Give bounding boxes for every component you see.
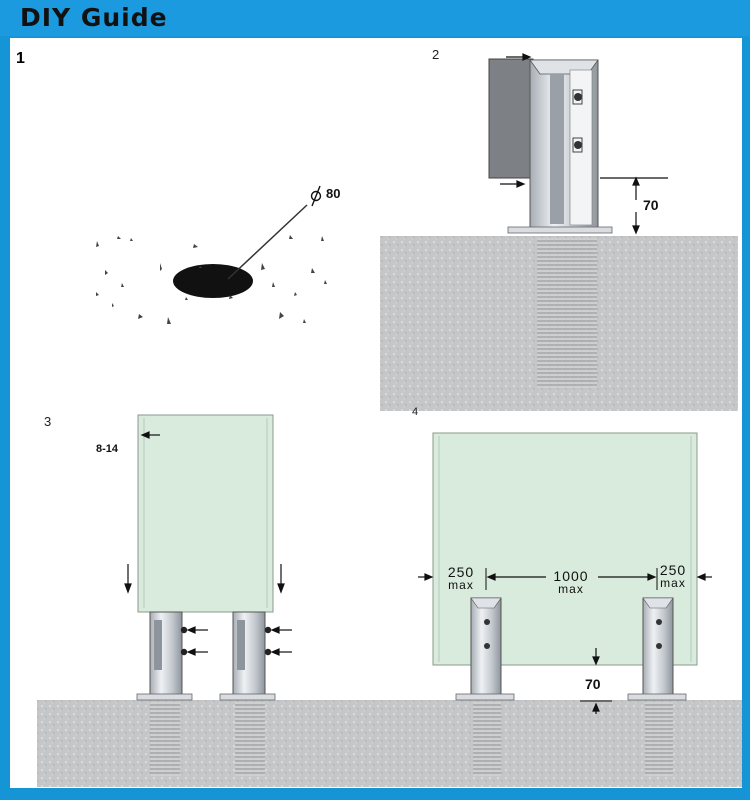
base-plate (507, 226, 613, 234)
edge-spacing-right-unit: max (660, 576, 686, 590)
spigot-right (219, 611, 276, 776)
diameter-leader (227, 204, 308, 280)
glass-clamp-side (488, 58, 534, 179)
edge-spacing-left-unit: max (448, 578, 474, 592)
step-number-1: 1 (16, 50, 25, 67)
concrete-debris (96, 235, 327, 324)
step-number-3: 3 (44, 414, 52, 429)
spigot-left (455, 597, 515, 776)
spigot-left (136, 611, 193, 776)
spigot-spacing-label: 1000 max (548, 569, 594, 595)
step-number-4: 4 (412, 406, 419, 418)
glass-thickness-label: 8-14 (96, 443, 119, 455)
arrows (500, 53, 668, 235)
edge-spacing-right-label: 250 max (656, 563, 690, 589)
step1-drill-hole-illustration (96, 185, 327, 324)
arrows (124, 431, 292, 656)
spigot-spacing-unit: max (558, 582, 584, 596)
hole-diameter-label: 80 (326, 186, 341, 201)
spigot-bolts (572, 89, 583, 153)
clearance-label: 70 (643, 197, 659, 213)
glass-panel (137, 414, 274, 613)
floor-gap-label: 70 (585, 676, 601, 692)
header-bar: DIY Guide (0, 0, 750, 36)
spigot-spacing-value: 1000 (553, 568, 589, 584)
spigot-right (627, 597, 687, 776)
edge-spacing-left-value: 250 (447, 564, 475, 580)
step4-spacing-illustration (418, 432, 712, 776)
step2-spigot-illustration (380, 53, 738, 411)
drilled-hole (173, 264, 253, 298)
page-title: DIY Guide (20, 3, 168, 32)
step3-glass-insertion-illustration (37, 414, 742, 787)
diameter-symbol (310, 185, 322, 207)
concrete-floor (37, 700, 742, 787)
edge-spacing-left-label: 250 max (444, 565, 478, 591)
edge-spacing-right-value: 250 (659, 562, 687, 578)
step-number-2: 2 (432, 47, 440, 62)
embedded-anchor (537, 238, 597, 388)
dimension-lines (418, 568, 712, 714)
